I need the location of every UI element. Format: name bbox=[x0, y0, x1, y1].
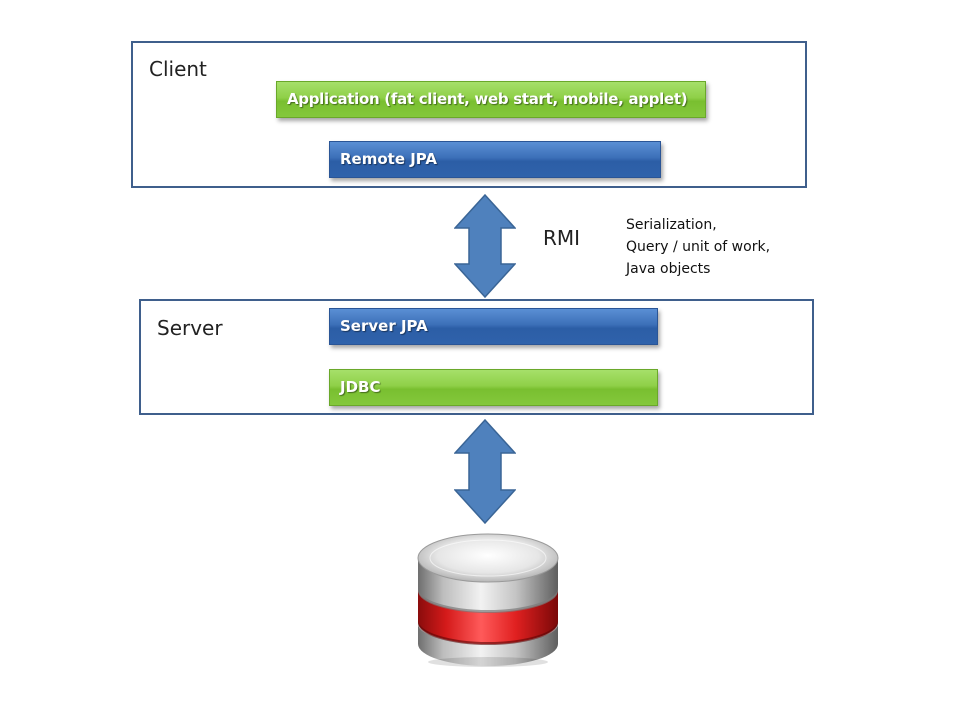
server-label: Server bbox=[157, 316, 223, 340]
rmi-notes: Serialization, Query / unit of work, Jav… bbox=[626, 214, 770, 280]
rmi-note-serialization: Serialization, bbox=[626, 217, 717, 233]
client-label: Client bbox=[149, 57, 207, 81]
database-icon bbox=[417, 533, 559, 667]
rmi-note-java-objects: Java objects bbox=[626, 261, 711, 277]
rmi-note-query: Query / unit of work, bbox=[626, 239, 771, 255]
remote-jpa-layer: Remote JPA bbox=[329, 141, 661, 178]
rmi-label: RMI bbox=[543, 226, 581, 250]
jdbc-double-arrow-icon bbox=[454, 419, 516, 524]
application-layer: Application (fat client, web start, mobi… bbox=[276, 81, 706, 118]
server-jpa-layer: Server JPA bbox=[329, 308, 658, 345]
rmi-double-arrow-icon bbox=[454, 194, 516, 298]
jdbc-layer: JDBC bbox=[329, 369, 658, 406]
